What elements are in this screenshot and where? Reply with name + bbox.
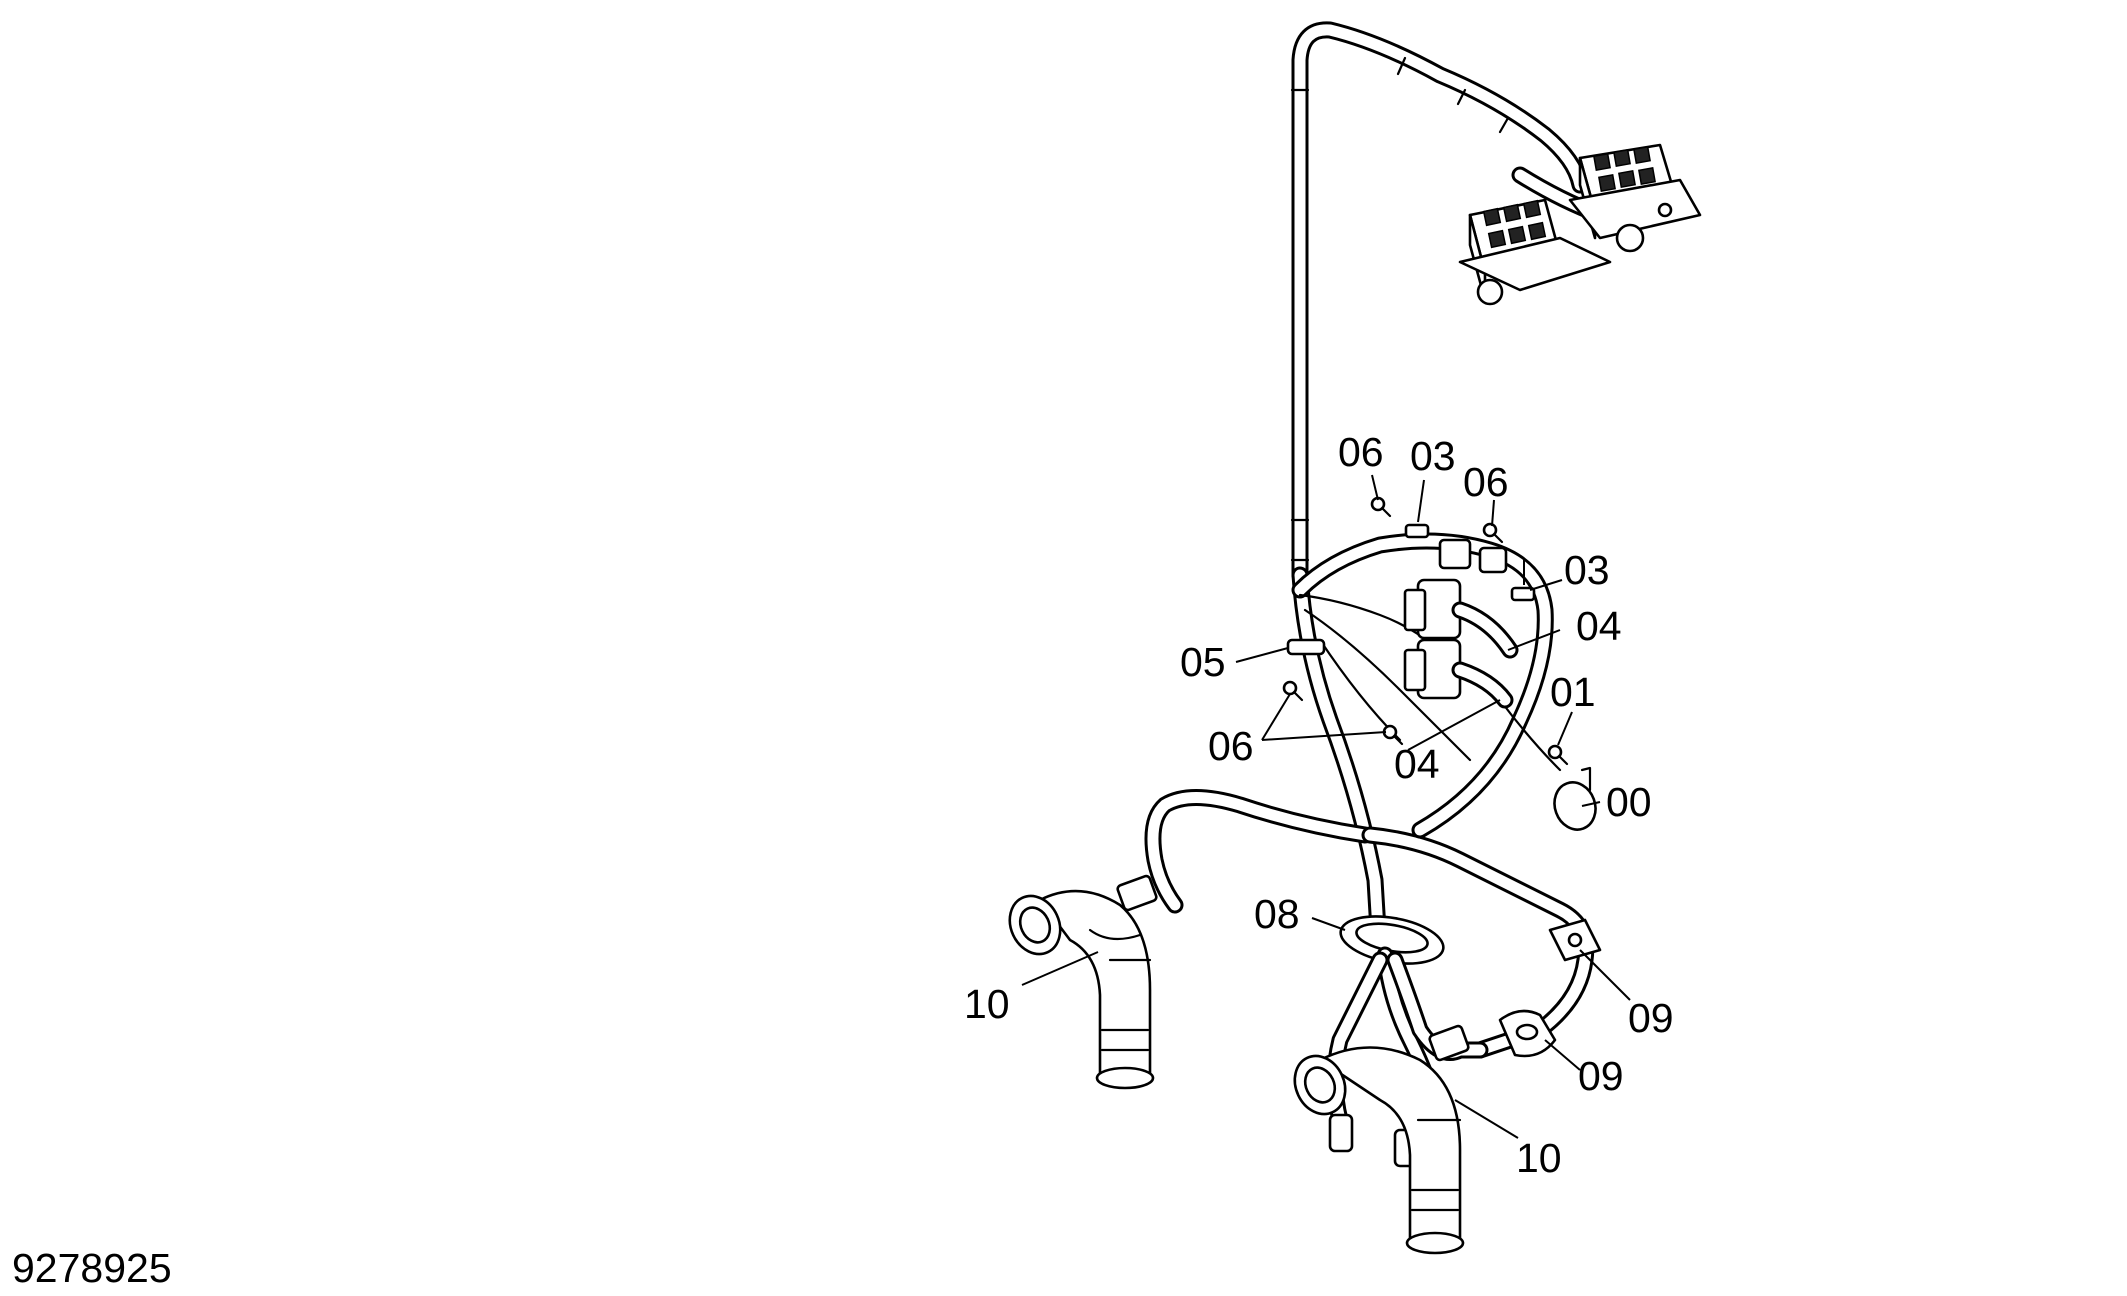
callout-03-top: 03 xyxy=(1410,433,1456,479)
harness-left-branch-fill xyxy=(1147,792,1371,911)
clamp-03-right xyxy=(1510,586,1536,602)
fuse-relay-blocks xyxy=(1458,143,1702,306)
callout-05: 05 xyxy=(1180,639,1226,685)
leader-lines xyxy=(1021,474,1631,1139)
grommet-08 xyxy=(1339,915,1445,965)
elbow-connector-bottom xyxy=(1293,1024,1470,1255)
bolt-01 xyxy=(1547,744,1569,766)
trunk-tape-marks xyxy=(1290,56,1510,562)
callout-10-left: 10 xyxy=(964,981,1010,1027)
harness-trunk-fill xyxy=(1294,24,1586,581)
bracket-09-upper xyxy=(1548,918,1602,962)
clamp-05 xyxy=(1286,638,1326,656)
callout-04-upper: 04 xyxy=(1576,603,1622,649)
relay-block-left xyxy=(1458,198,1612,306)
bolt-06-a xyxy=(1370,496,1392,518)
clamps-and-bolts xyxy=(1282,496,1597,831)
round-plate-00 xyxy=(1553,781,1597,831)
callout-00: 00 xyxy=(1606,779,1652,825)
clamp-03-top xyxy=(1404,523,1430,539)
callout-06-top-right: 06 xyxy=(1463,459,1509,505)
bolt-06-c xyxy=(1282,680,1304,702)
bracket-09-lower xyxy=(1498,1009,1557,1058)
harness-connector-loop-fill xyxy=(1294,535,1551,836)
relay-block-right xyxy=(1568,143,1702,253)
callout-09-upper: 09 xyxy=(1628,995,1674,1041)
callout-08: 08 xyxy=(1254,891,1300,937)
callout-10-bottom: 10 xyxy=(1516,1135,1562,1181)
callout-09-lower: 09 xyxy=(1578,1053,1624,1099)
inner-wire-b xyxy=(1303,608,1472,762)
connector-pair xyxy=(1403,538,1519,709)
bolt-06-b xyxy=(1482,522,1504,544)
callout-06-bottom: 06 xyxy=(1208,723,1254,769)
callout-03-right: 03 xyxy=(1564,547,1610,593)
callout-01: 01 xyxy=(1550,669,1596,715)
callout-04-lower: 04 xyxy=(1394,741,1440,787)
harness-trunk-outline xyxy=(1291,21,1589,584)
callout-06-top-left: 06 xyxy=(1338,429,1384,475)
harness-right-branch-fill xyxy=(1364,829,1592,1056)
drawing-number: 9278925 xyxy=(12,1245,172,1291)
elbow-connector-left xyxy=(1008,874,1158,1090)
main-harness xyxy=(1144,21,1595,1059)
callout-labels: 06 03 06 03 04 05 01 06 04 00 08 10 09 0… xyxy=(964,429,1674,1181)
